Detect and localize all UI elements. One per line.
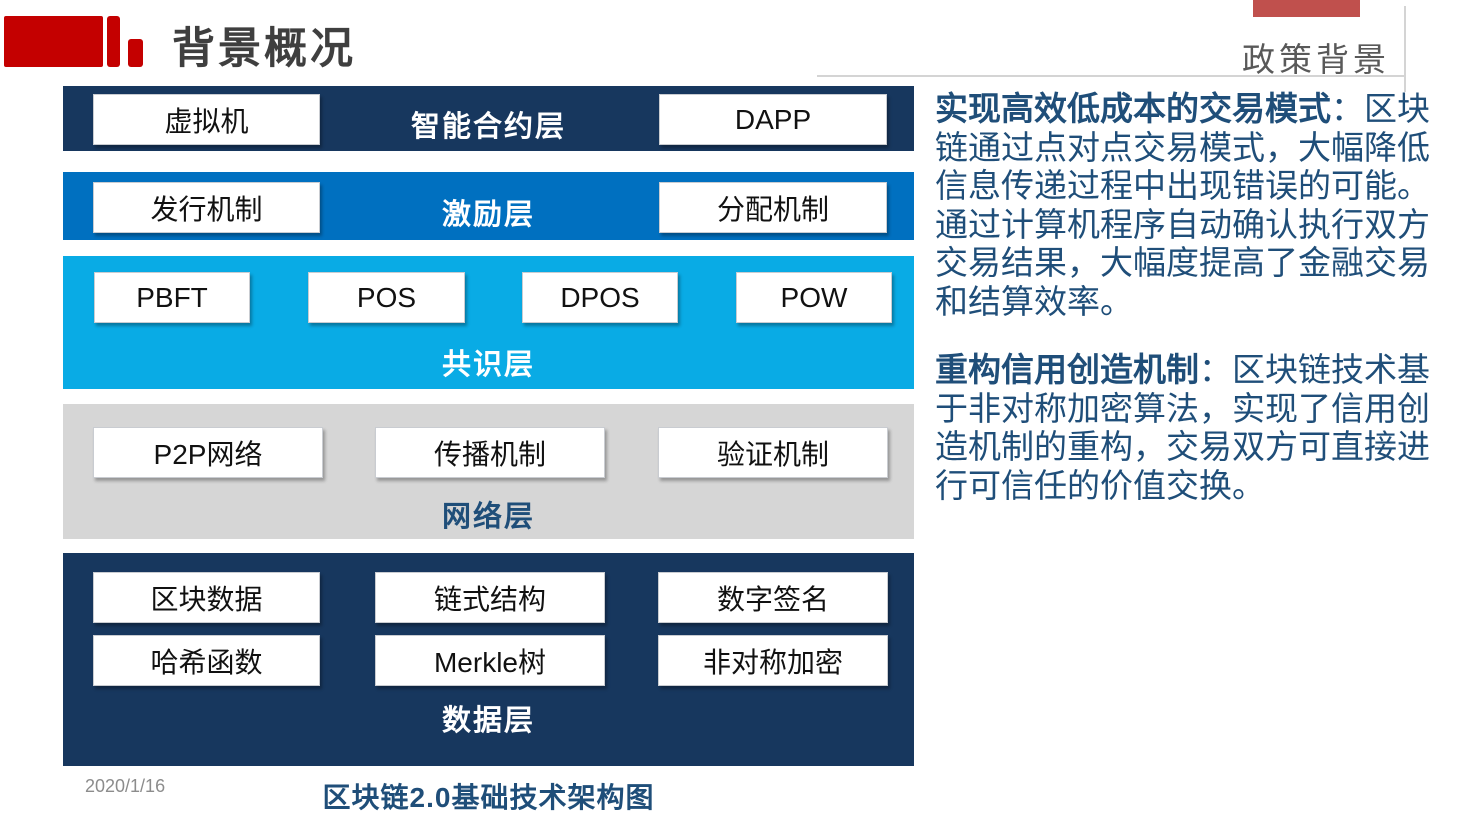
diagram-caption: 区块链2.0基础技术架构图	[322, 782, 655, 813]
diagram-box-asymmetric-encryption: 非对称加密	[658, 635, 888, 686]
notes-panel: 实现高效低成本的交易模式：区块链通过点对点交易模式，大幅降低信息传递过程中出现错…	[935, 90, 1437, 535]
note-paragraph-transaction-mode: 实现高效低成本的交易模式：区块链通过点对点交易模式，大幅降低信息传递过程中出现错…	[935, 90, 1437, 321]
header-divider-line	[817, 75, 1405, 77]
diagram-box-propagation: 传播机制	[375, 427, 605, 478]
slide-date: 2020/1/16	[85, 776, 166, 796]
corner-red-block	[1253, 0, 1360, 17]
diagram-box-verification: 验证机制	[658, 427, 888, 478]
diagram-box-dapp: DAPP	[659, 94, 887, 145]
diagram-box-issuance: 发行机制	[93, 182, 320, 233]
layer-label-incentive: 激励层	[441, 199, 535, 231]
header-red-bar-short	[128, 39, 143, 67]
layer-label-data: 数据层	[441, 705, 535, 737]
layer-incentive: 发行机制 激励层 分配机制	[63, 172, 914, 240]
diagram-box-chain-structure: 链式结构	[375, 572, 605, 623]
diagram-box-distribution: 分配机制	[659, 182, 887, 233]
diagram-box-p2p-network: P2P网络	[93, 427, 323, 478]
page-title: 背景概况	[172, 25, 356, 73]
layer-label-network: 网络层	[441, 501, 535, 533]
right-divider-line	[1404, 6, 1406, 92]
diagram-box-block-data: 区块数据	[93, 572, 320, 623]
diagram-box-dpos: DPOS	[522, 272, 678, 323]
note-lead: 实现高效低成本的交易模式	[935, 90, 1331, 127]
layer-label-consensus: 共识层	[441, 349, 535, 381]
note-lead: 重构信用创造机制	[935, 351, 1199, 388]
section-label: 政策背景	[1242, 41, 1390, 78]
diagram-box-virtual-machine: 虚拟机	[93, 94, 320, 145]
diagram-box-merkle-tree: Merkle树	[375, 635, 605, 686]
header-red-block	[4, 16, 103, 67]
diagram-box-pos: POS	[308, 272, 465, 323]
diagram-box-pbft: PBFT	[94, 272, 250, 323]
diagram-box-hash-function: 哈希函数	[93, 635, 320, 686]
layer-consensus: PBFT POS DPOS POW 共识层	[63, 256, 914, 389]
layer-data: 区块数据 链式结构 数字签名 哈希函数 Merkle树 非对称加密 数据层	[63, 553, 914, 766]
layer-smart-contract: 虚拟机 智能合约层 DAPP	[63, 86, 914, 151]
note-body: ：区块链技术基于非对称加密算法，实现了信用创造机制的重构，交易双方可直接进行可信…	[935, 351, 1430, 504]
layer-network: P2P网络 传播机制 验证机制 网络层	[63, 404, 914, 539]
layer-label-smart-contract: 智能合约层	[410, 111, 566, 143]
note-body: ：区块链通过点对点交易模式，大幅降低信息传递过程中出现错误的可能。通过计算机程序…	[935, 90, 1430, 320]
diagram-box-digital-signature: 数字签名	[658, 572, 888, 623]
note-paragraph-credit-mechanism: 重构信用创造机制：区块链技术基于非对称加密算法，实现了信用创造机制的重构，交易双…	[935, 351, 1437, 505]
header-red-bar-tall	[107, 16, 120, 67]
diagram-box-pow: POW	[736, 272, 892, 323]
